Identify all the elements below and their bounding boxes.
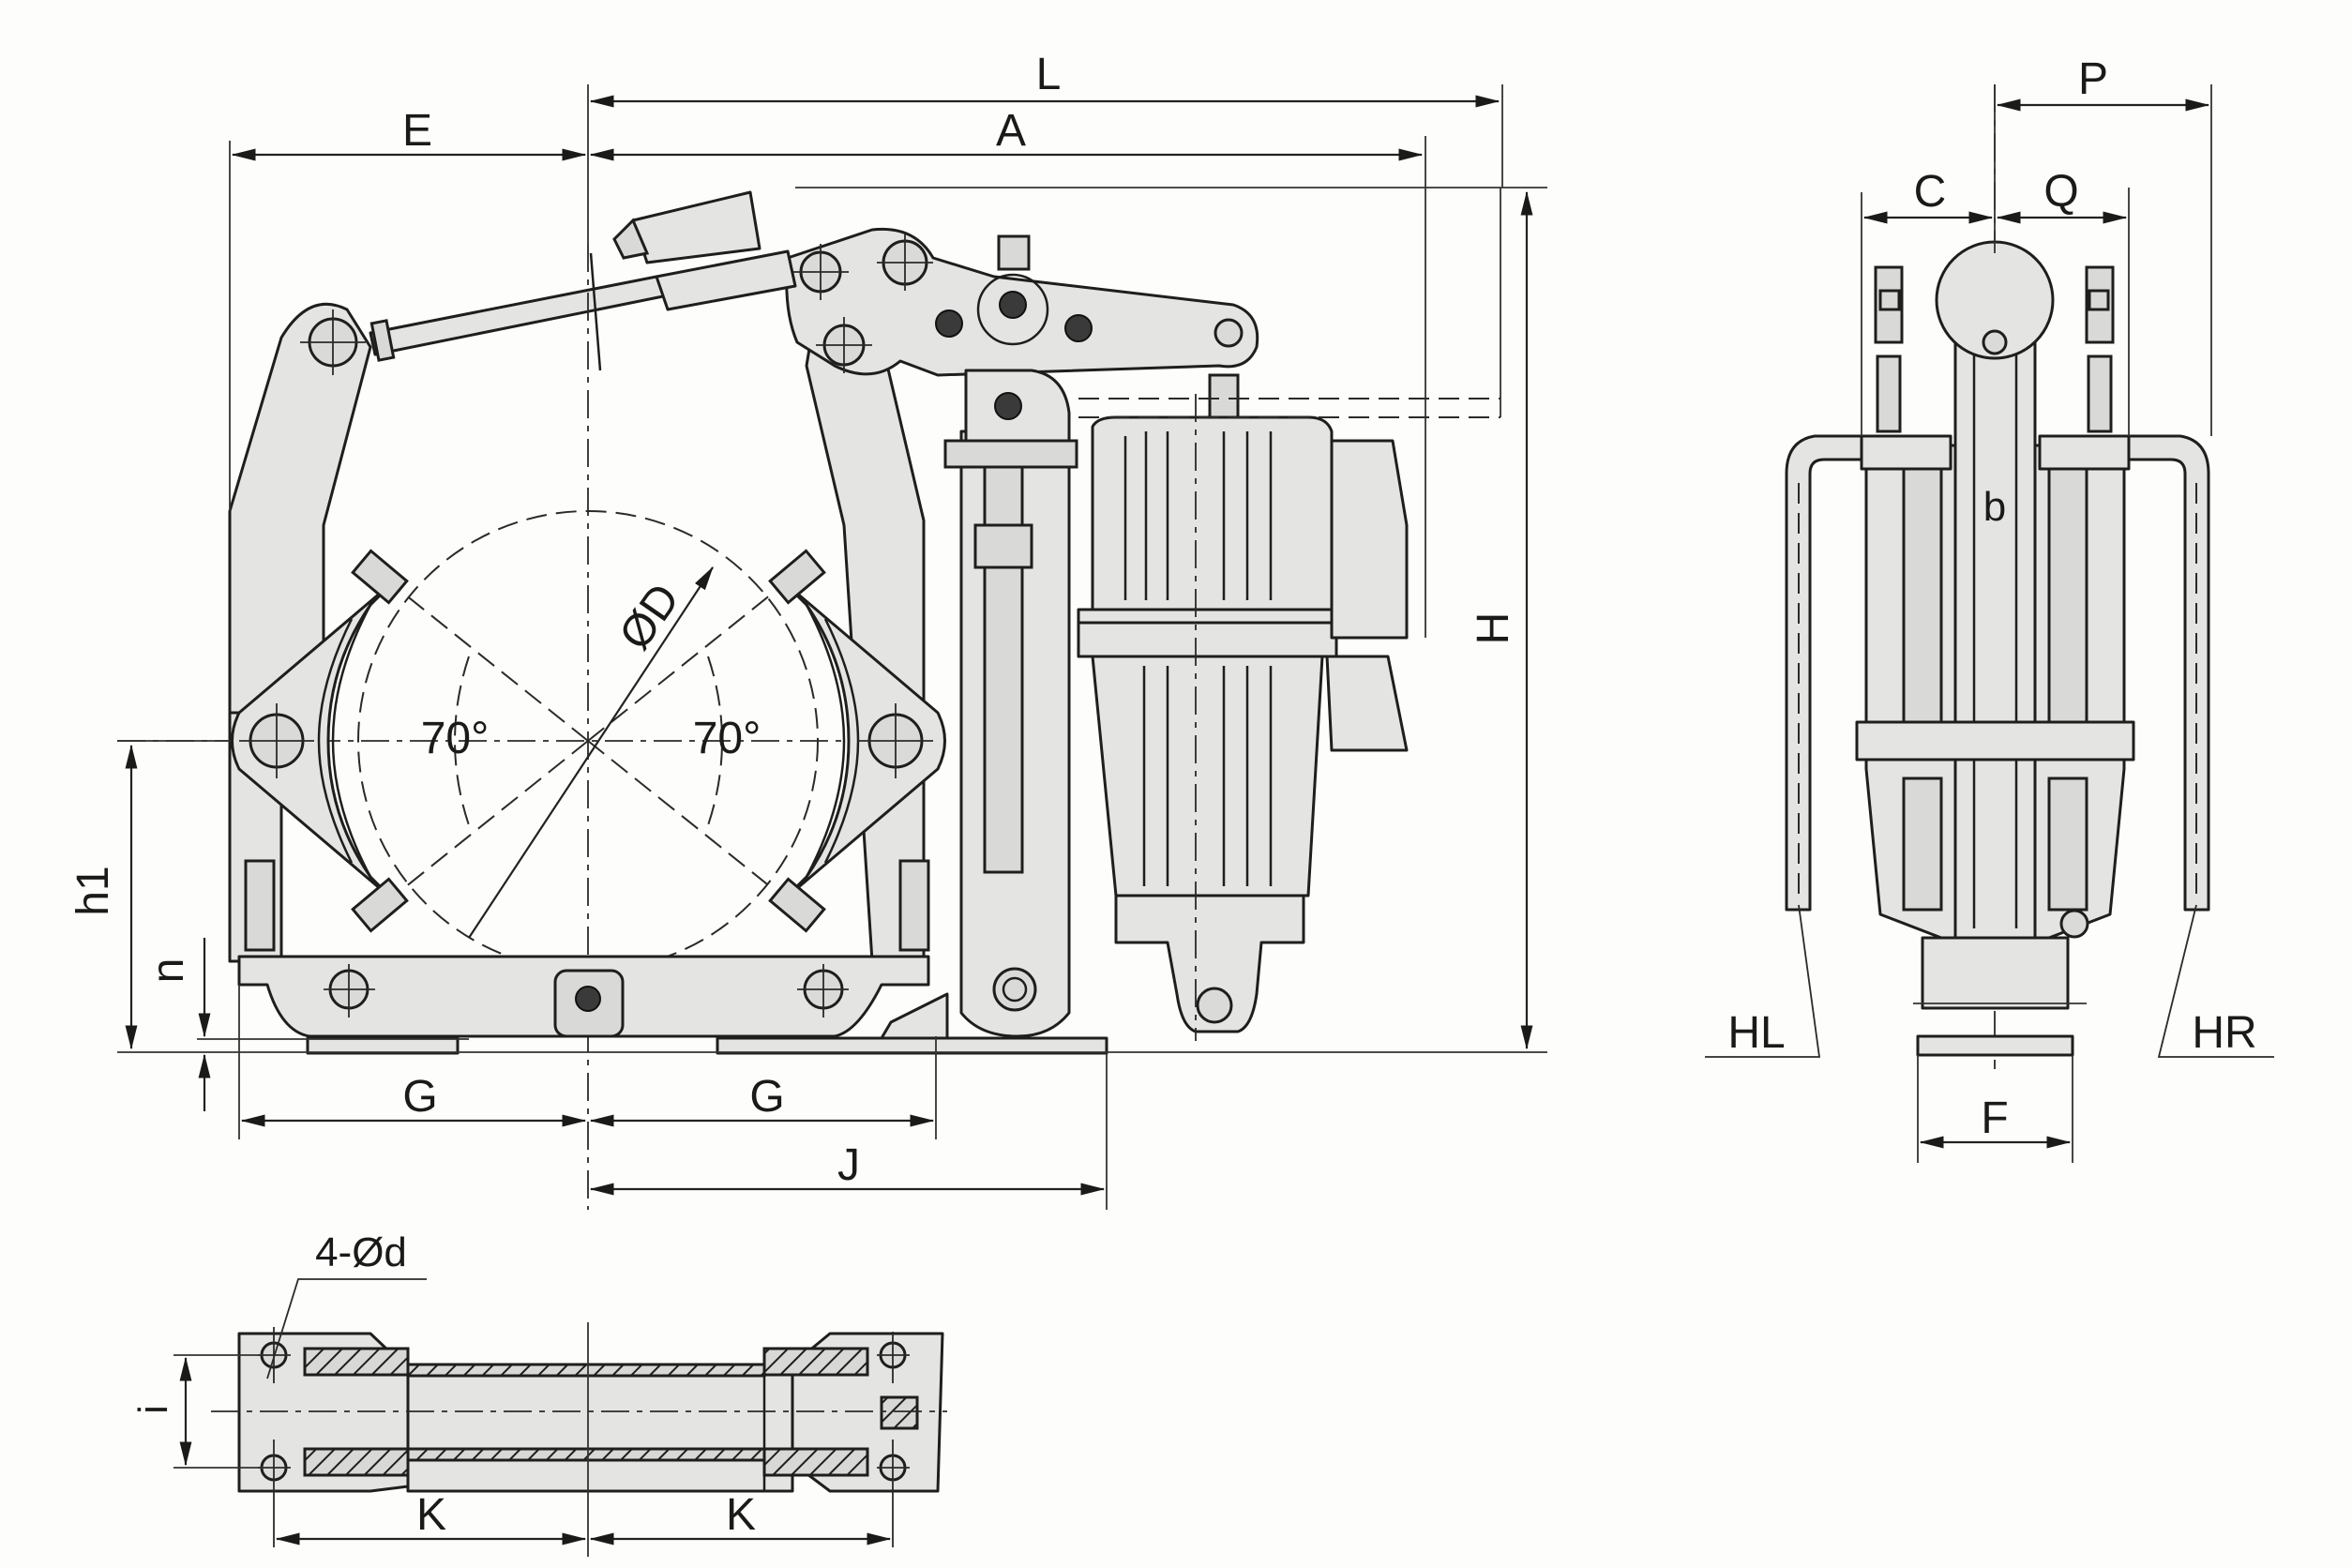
base-plates	[306, 992, 1108, 1055]
brake-shoes	[231, 549, 946, 933]
label-angle-right: 70°	[693, 714, 761, 763]
label-E: E	[402, 106, 432, 156]
front-view: L E A H h1 n G G J ØD 70° 70°	[68, 50, 1547, 1210]
label-F: F	[1981, 1093, 2008, 1143]
base-plan-view: 4-Ød i K K	[130, 1229, 947, 1557]
label-i: i	[130, 1405, 176, 1414]
label-HR: HR	[2192, 1008, 2256, 1058]
label-n: n	[143, 958, 193, 984]
label-J: J	[837, 1140, 860, 1190]
label-C: C	[1914, 167, 1947, 217]
adjust-screw-right	[898, 859, 930, 952]
label-Q: Q	[2043, 167, 2078, 217]
adjust-screw-left	[244, 859, 276, 952]
side-arm	[1953, 298, 2037, 940]
hydraulic-thruster	[1077, 373, 1409, 1041]
manual-release-handle-right	[2122, 434, 2210, 912]
pull-rod	[369, 275, 670, 356]
side-view: P C Q b F HL HR	[1705, 54, 2274, 1163]
label-b: b	[1983, 484, 2006, 530]
label-G-left: G	[402, 1072, 437, 1122]
side-base-plate	[1916, 1034, 2074, 1057]
label-G-right: G	[749, 1072, 784, 1122]
label-H: H	[1469, 612, 1518, 645]
manual-release-handle-left	[1785, 434, 1873, 912]
leader-HL	[1705, 904, 1821, 1058]
label-P: P	[2078, 54, 2108, 104]
label-diameter-D: ØD	[611, 575, 690, 658]
leader-HR	[2157, 904, 2274, 1058]
label-holes: 4-Ød	[315, 1229, 407, 1275]
leader-holes	[266, 1278, 427, 1380]
label-A: A	[996, 106, 1026, 156]
label-K-right: K	[726, 1490, 756, 1540]
label-L: L	[1036, 50, 1062, 99]
label-angle-left: 70°	[421, 714, 490, 763]
label-h1: h1	[68, 866, 118, 915]
label-K-left: K	[416, 1490, 446, 1540]
label-HL: HL	[1727, 1008, 1785, 1058]
